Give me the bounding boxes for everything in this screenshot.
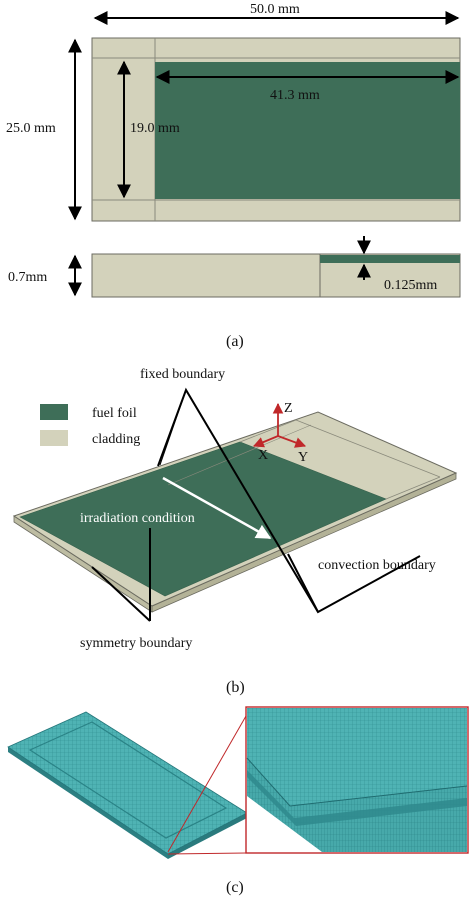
panel-b: fuel foil cladding irradiation condition… — [12, 367, 458, 696]
label-convection-boundary: convection boundary — [318, 558, 436, 573]
legend-label-cladding: cladding — [92, 432, 140, 447]
zoom-leader-bottom — [167, 852, 247, 855]
label-irradiation: irradiation condition — [80, 511, 195, 526]
fuel-foil-side-view — [320, 255, 460, 263]
label-fixed-boundary: fixed boundary — [140, 367, 225, 382]
axis-label-y: Y — [298, 450, 308, 465]
legend-label-fuel-foil: fuel foil — [92, 406, 137, 421]
mesh-plate-side — [8, 747, 168, 859]
leader-convection-boundary — [287, 553, 421, 614]
mesh-fuel-region — [28, 721, 228, 839]
panel-a: 50.0 mm 25.0 mm 19.0 mm 41.3 mm 0.7mm 0.… — [6, 2, 461, 350]
label-symmetry-boundary: symmetry boundary — [80, 636, 192, 651]
axis-label-x: X — [258, 448, 268, 463]
caption-a: (a) — [226, 333, 244, 350]
irradiation-arrow — [162, 476, 272, 540]
legend-swatch-fuel-foil — [40, 404, 68, 420]
leader-symmetry-2 — [91, 566, 151, 622]
caption-b: (b) — [226, 679, 245, 696]
panel-c: (c) — [7, 706, 469, 896]
dim-thickness-label: 0.7mm — [8, 270, 47, 285]
dim-fuel-height-label: 19.0 mm — [130, 121, 180, 136]
dim-height-label: 25.0 mm — [6, 121, 56, 136]
zoom-inset — [245, 706, 469, 854]
legend-swatch-cladding — [40, 430, 68, 446]
zoom-leader-top — [167, 715, 247, 853]
dim-width-label: 50.0 mm — [250, 2, 300, 17]
caption-c: (c) — [226, 879, 244, 896]
axis-triad: Z X Y — [253, 401, 308, 465]
fuel-foil-top-view — [155, 62, 460, 199]
mesh-plate-front — [168, 813, 247, 859]
dim-fuel-thickness-label: 0.125mm — [384, 278, 437, 293]
dim-fuel-length-label: 41.3 mm — [270, 88, 320, 103]
axis-label-z: Z — [284, 401, 293, 416]
